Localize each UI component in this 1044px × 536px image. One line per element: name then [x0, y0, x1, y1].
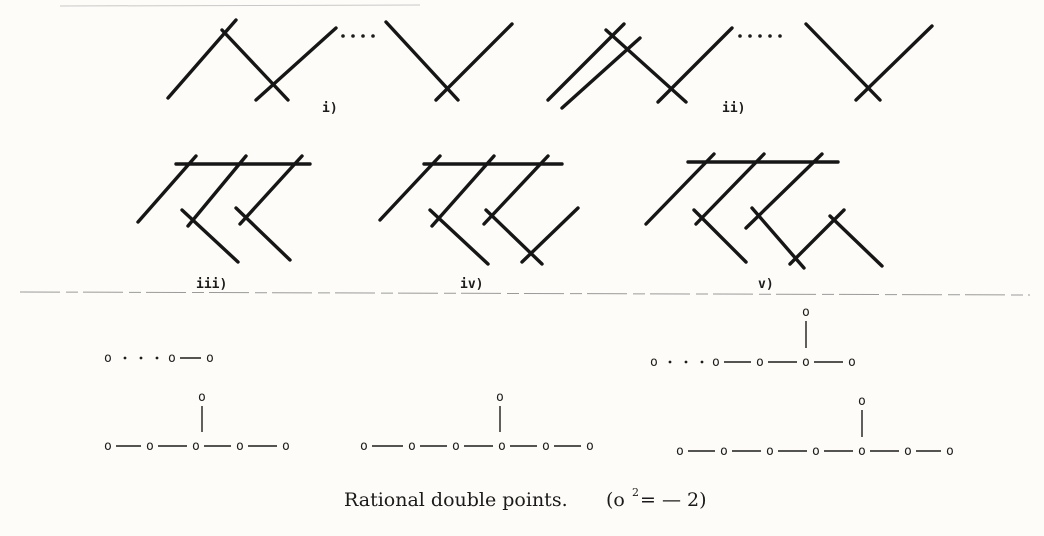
label-iii: iii) [196, 277, 227, 292]
curve-line [644, 152, 716, 226]
caption-formula-superscript: 2 [632, 486, 639, 499]
ellipsis-dot [684, 360, 688, 364]
figure-caption: Rational double points. (o 2 = — 2) [344, 486, 707, 511]
node: o [452, 439, 460, 454]
node: o [676, 444, 684, 459]
curve-line [136, 154, 198, 224]
node: o [168, 351, 176, 366]
curve-line [384, 20, 460, 102]
curve-line [656, 26, 734, 104]
label-ii: ii) [722, 101, 745, 116]
node: o [766, 444, 774, 459]
curve-line [854, 24, 934, 102]
node: o [192, 439, 200, 454]
ellipsis-dot [748, 34, 752, 38]
caption-formula-rest: = — 2) [640, 489, 707, 511]
curve-line [428, 208, 490, 266]
ellipsis-dot [738, 34, 742, 38]
curve-config-i: i) [166, 18, 514, 116]
node: o [146, 439, 154, 454]
curve-config-iv: iv) [378, 154, 580, 292]
node: o [542, 439, 550, 454]
ellipsis-dot [758, 34, 762, 38]
dynkin-diagram-e8: o o o o o o o o [676, 394, 954, 459]
node: o [104, 439, 112, 454]
dynkin-diagram-e7: o o o o o o [650, 305, 856, 370]
curve-line [186, 154, 248, 228]
node: o [802, 355, 810, 370]
curve-line [254, 26, 338, 102]
label-v: v) [758, 277, 774, 292]
curve-line [828, 214, 884, 268]
ellipsis-dot [778, 34, 782, 38]
ellipsis-dot [700, 360, 704, 364]
node: o [712, 355, 720, 370]
ellipsis-dot [139, 356, 143, 360]
ellipsis-dot [768, 34, 772, 38]
ellipsis-dot [371, 34, 375, 38]
curve-config-iii: iii) [136, 154, 312, 292]
node: o [408, 439, 416, 454]
ellipsis-dot [341, 34, 345, 38]
caption-formula-open: (o [606, 489, 625, 511]
node: o [586, 439, 594, 454]
label-i: i) [322, 101, 338, 116]
ellipsis-dot [123, 356, 127, 360]
node: o [282, 439, 290, 454]
curve-line [482, 154, 550, 226]
curve-config-ii: ii) [546, 22, 934, 116]
node: o [848, 355, 856, 370]
curve-line [484, 208, 544, 266]
node-top: o [198, 390, 206, 405]
node: o [756, 355, 764, 370]
curve-line [180, 208, 240, 264]
curve-line [238, 154, 304, 226]
curve-line [434, 22, 514, 102]
curve-line [520, 206, 580, 264]
curve-line [604, 28, 688, 104]
node: o [812, 444, 820, 459]
ellipsis-dot [361, 34, 365, 38]
ellipsis-dot [668, 360, 672, 364]
separator-line [19, 291, 1031, 296]
curve-config-v: v) [644, 152, 884, 292]
curve-line [220, 28, 290, 102]
node: o [904, 444, 912, 459]
node: o [236, 439, 244, 454]
caption-text: Rational double points. [344, 489, 568, 511]
dynkin-diagram-e6: o o o o o o o [360, 390, 581, 454]
node: o [206, 351, 214, 366]
node-top: o [858, 394, 866, 409]
curve-line [692, 208, 748, 264]
ellipsis-dot [351, 34, 355, 38]
top-edge-line [59, 4, 421, 7]
curve-line [234, 206, 292, 262]
node: o [498, 439, 506, 454]
label-iv: iv) [460, 277, 483, 292]
curve-line [430, 154, 496, 228]
node: o [650, 355, 658, 370]
node: o [858, 444, 866, 459]
dynkin-diagram-a: o o o [104, 351, 214, 366]
node-top: o [496, 390, 504, 405]
node-top: o [802, 305, 810, 320]
dynkin-diagram-d: o o o o o o [104, 390, 290, 454]
curve-line [694, 152, 766, 226]
node: o [360, 439, 368, 454]
node: o [104, 351, 112, 366]
curve-line [744, 152, 824, 230]
node: o [946, 444, 954, 459]
ellipsis-dot [155, 356, 159, 360]
curve-line [378, 154, 442, 222]
node: o [720, 444, 728, 459]
curve-line [788, 208, 846, 266]
